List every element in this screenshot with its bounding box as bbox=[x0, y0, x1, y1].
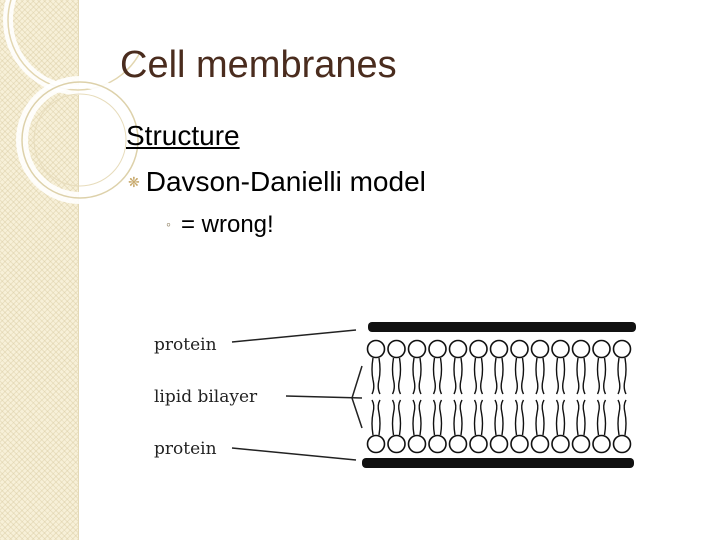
section-heading: Structure bbox=[126, 120, 240, 152]
fatty-acid-tail bbox=[583, 400, 585, 435]
label-protein-top: protein bbox=[154, 335, 217, 355]
fatty-acid-tail bbox=[440, 358, 442, 394]
fatty-acid-tail bbox=[598, 400, 600, 435]
fatty-acid-tail bbox=[501, 358, 503, 394]
phospholipid-head bbox=[429, 341, 446, 358]
fatty-acid-tail bbox=[604, 400, 606, 435]
fatty-acid-tail bbox=[577, 400, 579, 435]
phospholipid-head bbox=[573, 436, 590, 453]
fatty-acid-tail bbox=[419, 358, 421, 394]
fatty-acid-tail bbox=[495, 358, 497, 394]
slide-title: Cell membranes bbox=[120, 44, 397, 87]
phospholipid-head bbox=[470, 341, 487, 358]
phospholipid-head bbox=[511, 341, 528, 358]
fatty-acid-tail bbox=[378, 400, 380, 435]
pointer-line-middle bbox=[286, 396, 362, 398]
phospholipid-head bbox=[593, 341, 610, 358]
fatty-acid-tail bbox=[460, 400, 462, 435]
fatty-acid-tail bbox=[542, 400, 544, 435]
bilayer-bracket bbox=[352, 366, 362, 428]
phospholipid-head bbox=[429, 436, 446, 453]
pointer-line-top bbox=[232, 330, 356, 342]
phospholipid-head bbox=[573, 341, 590, 358]
phospholipid-head bbox=[388, 436, 405, 453]
phospholipid-head bbox=[388, 341, 405, 358]
phospholipid-head bbox=[532, 341, 549, 358]
fatty-acid-tail bbox=[413, 400, 415, 435]
fatty-acid-tail bbox=[604, 358, 606, 394]
fatty-acid-tail bbox=[563, 400, 565, 435]
fatty-acid-tail bbox=[372, 358, 374, 394]
decorative-bullet-icon: ❋ bbox=[128, 174, 140, 191]
fatty-acid-tail bbox=[475, 400, 477, 435]
fatty-acid-tail bbox=[372, 400, 374, 435]
fatty-acid-tail bbox=[475, 358, 477, 394]
fatty-acid-tail bbox=[413, 358, 415, 394]
fatty-acid-tail bbox=[481, 400, 483, 435]
phospholipid-head bbox=[450, 436, 467, 453]
fatty-acid-tail bbox=[536, 358, 538, 394]
protein-layer-top bbox=[368, 322, 636, 332]
bullet-item: ❋ Davson-Danielli model bbox=[128, 166, 426, 198]
fatty-acid-tail bbox=[460, 358, 462, 394]
fatty-acid-tail bbox=[516, 358, 518, 394]
fatty-acid-tail bbox=[454, 358, 456, 394]
membrane-diagram: protein lipid bilayer protein bbox=[150, 316, 640, 478]
fatty-acid-tail bbox=[440, 400, 442, 435]
fatty-acid-tail bbox=[434, 358, 436, 394]
ring-bullet-icon: ◦ bbox=[166, 216, 171, 232]
phospholipid-head bbox=[368, 436, 385, 453]
fatty-acid-tail bbox=[393, 358, 395, 394]
decorative-circles bbox=[0, 0, 140, 260]
fatty-acid-tail bbox=[481, 358, 483, 394]
fatty-acid-tail bbox=[454, 400, 456, 435]
fatty-acid-tail bbox=[522, 358, 524, 394]
pointer-line-bottom bbox=[232, 448, 356, 460]
fatty-acid-tail bbox=[618, 400, 620, 435]
fatty-acid-tail bbox=[399, 358, 401, 394]
label-protein-bottom: protein bbox=[154, 439, 217, 459]
fatty-acid-tail bbox=[434, 400, 436, 435]
fatty-acid-tail bbox=[516, 400, 518, 435]
fatty-acid-tail bbox=[583, 358, 585, 394]
fatty-acid-tail bbox=[393, 400, 395, 435]
label-lipid-bilayer: lipid bilayer bbox=[154, 387, 258, 407]
phospholipid-head bbox=[552, 436, 569, 453]
fatty-acid-tail bbox=[378, 358, 380, 394]
phospholipid-head bbox=[614, 436, 631, 453]
fatty-acid-tail bbox=[495, 400, 497, 435]
fatty-acid-tail bbox=[598, 358, 600, 394]
phospholipid-head bbox=[511, 436, 528, 453]
phospholipid-head bbox=[552, 341, 569, 358]
fatty-acid-tail bbox=[522, 400, 524, 435]
fatty-acid-tail bbox=[563, 358, 565, 394]
fatty-acid-tail bbox=[542, 358, 544, 394]
fatty-acid-tail bbox=[419, 400, 421, 435]
fatty-acid-tail bbox=[577, 358, 579, 394]
fatty-acid-tail bbox=[557, 400, 559, 435]
bilayer-drawing bbox=[362, 322, 636, 468]
phospholipid-head bbox=[368, 341, 385, 358]
fatty-acid-tail bbox=[536, 400, 538, 435]
phospholipid-head bbox=[450, 341, 467, 358]
fatty-acid-tail bbox=[557, 358, 559, 394]
phospholipid-head bbox=[470, 436, 487, 453]
phospholipid-head bbox=[614, 341, 631, 358]
sub-bullet-item: ◦ = wrong! bbox=[166, 211, 274, 239]
protein-layer-bottom bbox=[362, 458, 634, 468]
fatty-acid-tail bbox=[624, 400, 626, 435]
bullet-text: Davson-Danielli model bbox=[146, 166, 426, 198]
phospholipid-head bbox=[593, 436, 610, 453]
phospholipid-head bbox=[532, 436, 549, 453]
fatty-acid-tail bbox=[618, 358, 620, 394]
fatty-acid-tail bbox=[399, 400, 401, 435]
sub-bullet-text: = wrong! bbox=[181, 211, 274, 239]
fatty-acid-tail bbox=[624, 358, 626, 394]
phospholipid-head bbox=[491, 341, 508, 358]
phospholipid-head bbox=[409, 436, 426, 453]
phospholipid-head bbox=[491, 436, 508, 453]
phospholipid-head bbox=[409, 341, 426, 358]
fatty-acid-tail bbox=[501, 400, 503, 435]
